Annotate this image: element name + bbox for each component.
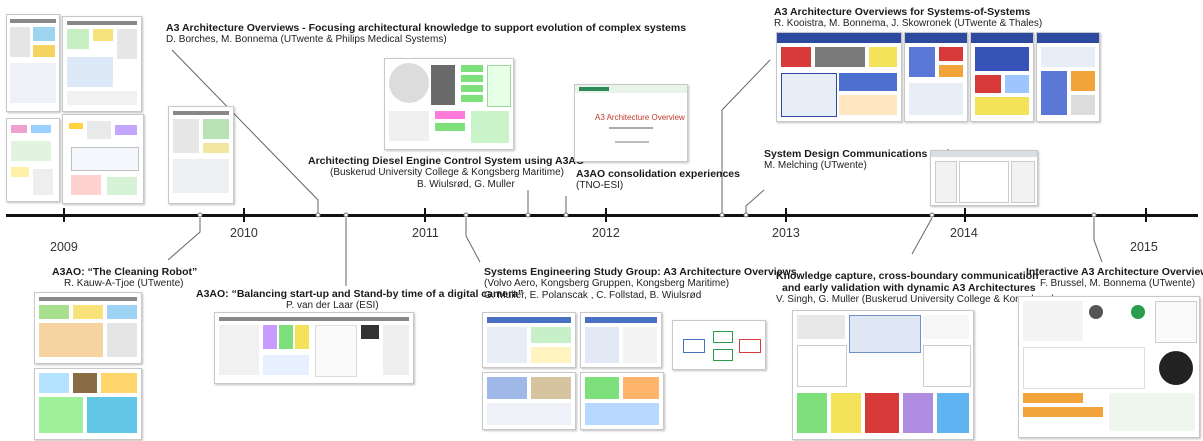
sdc-authors: M. Melching (UTwente) — [764, 160, 867, 171]
year-label-2013: 2013 — [772, 226, 800, 240]
year-label-2010: 2010 — [230, 226, 258, 240]
diesel-title: Architecting Diesel Engine Control Syste… — [308, 155, 585, 167]
sos-authors: R. Kooistra, M. Bonnema, J. Skowronek (U… — [774, 18, 1043, 29]
thumb-study-poster-5 — [672, 320, 766, 370]
thumb-study-poster-2 — [482, 372, 576, 430]
thumb-poster-5 — [168, 106, 234, 204]
a3-overviews-authors: D. Borches, M. Bonnema (UTwente & Philip… — [166, 34, 447, 45]
consolidation-title: A3AO consolidation experiences — [576, 168, 740, 180]
diesel-org: (Buskerud University College & Kongsberg… — [330, 167, 564, 178]
thumb-consolidation-slide: A3 Architecture Overview — [574, 84, 688, 162]
knowledge-title-line2: and early validation with dynamic A3 Arc… — [782, 282, 1036, 294]
diesel-authors: B. Wiulsrød, G. Muller — [417, 179, 515, 190]
camera-title: A3AO: “Balancing start-up and Stand-by t… — [196, 288, 524, 300]
year-label-2014: 2014 — [950, 226, 978, 240]
connector-cleaning — [167, 218, 201, 261]
thumb-sos-poster-1 — [776, 32, 902, 122]
connector-sos — [721, 59, 771, 214]
knowledge-authors: V. Singh, G. Muller (Buskerud University… — [776, 294, 1055, 305]
connector-knowledge — [911, 217, 933, 255]
thumb-study-poster-1 — [482, 312, 576, 368]
thumb-sdc-tool — [930, 150, 1038, 206]
connector-interactive — [1093, 218, 1103, 263]
thumb-study-poster-4 — [580, 372, 664, 430]
sdc-title: System Design Communications tool — [764, 148, 950, 160]
connector-sdc — [745, 189, 765, 214]
thumb-sos-poster-4 — [1036, 32, 1100, 122]
cleaning-authors: R. Kauw-A-Tjoe (UTwente) — [64, 278, 184, 289]
interactive-title: Interactive A3 Architecture Overviews — [1026, 266, 1203, 278]
thumb-sos-poster-2 — [904, 32, 968, 122]
thumb-camera-poster — [214, 312, 414, 384]
cleaning-title: A3AO: “The Cleaning Robot” — [52, 266, 198, 278]
thumb-interactive-poster — [1018, 296, 1200, 438]
year-label-2011: 2011 — [412, 226, 439, 240]
thumb-poster-2 — [62, 16, 142, 112]
thumb-sos-poster-3 — [970, 32, 1034, 122]
thumb-poster-1 — [6, 14, 60, 112]
study-group-authors: G. Muller, E. Polanscak , C. Follstad, B… — [484, 290, 702, 301]
year-label-2009: 2009 — [50, 240, 78, 254]
thumb-poster-4 — [62, 114, 144, 204]
study-group-org: (Volvo Aero, Kongsberg Gruppen, Kongsber… — [484, 278, 730, 289]
year-label-2012: 2012 — [592, 226, 620, 240]
consolidation-org: (TNO-ESI) — [576, 180, 624, 191]
interactive-authors: F. Brussel, M. Bonnema (UTwente) — [1040, 278, 1196, 289]
thumb-study-poster-3 — [580, 312, 662, 368]
thumb-cleaning-poster-2 — [34, 368, 142, 440]
consolidation-slide-title: A3 Architecture Overview — [595, 113, 685, 122]
year-label-2015: 2015 — [1130, 240, 1158, 254]
connector-study-group — [465, 218, 481, 263]
a3-overviews-title: A3 Architecture Overviews - Focusing arc… — [166, 22, 687, 34]
sos-title: A3 Architecture Overviews for Systems-of… — [774, 6, 1031, 18]
connector-a3-overviews — [171, 49, 319, 214]
thumb-cleaning-poster-1 — [34, 292, 142, 364]
knowledge-title-line1: Knowledge capture, cross-boundary commun… — [776, 270, 1039, 282]
thumb-diesel-poster — [384, 58, 514, 150]
study-group-title: Systems Engineering Study Group: A3 Arch… — [484, 266, 797, 278]
camera-authors: P. van der Laar (ESI) — [286, 300, 379, 311]
thumb-knowledge-poster — [792, 310, 974, 440]
timeline-axis — [6, 214, 1198, 217]
thumb-poster-3 — [6, 118, 60, 202]
